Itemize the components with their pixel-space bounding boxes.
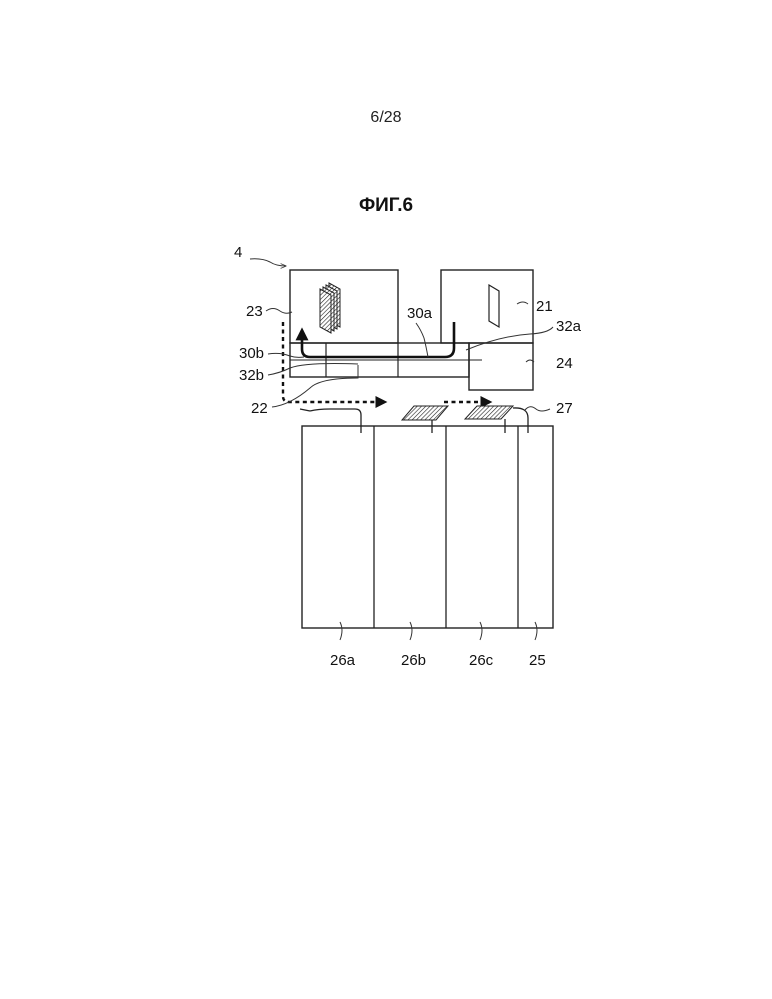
label-21: 21 bbox=[536, 298, 553, 315]
label-32a: 32a bbox=[556, 318, 582, 335]
label-24: 24 bbox=[556, 355, 573, 372]
label-26b: 26b bbox=[401, 652, 426, 669]
card-on-conveyor-1 bbox=[402, 406, 448, 420]
label-26a: 26a bbox=[330, 652, 356, 669]
label-30a: 30a bbox=[407, 305, 433, 322]
lower-stacker-frame bbox=[302, 426, 553, 628]
unit-23-box bbox=[290, 270, 398, 343]
card-on-conveyor-2 bbox=[465, 406, 513, 419]
card-stack-icon bbox=[320, 283, 340, 333]
label-22: 22 bbox=[251, 400, 268, 417]
label-25: 25 bbox=[529, 652, 546, 669]
label-32b: 32b bbox=[239, 367, 264, 384]
label-26c: 26c bbox=[469, 652, 494, 669]
single-card-icon bbox=[489, 285, 499, 327]
unit-24-box bbox=[469, 343, 533, 390]
conveyor-27 bbox=[310, 409, 361, 433]
dotted-transport-path bbox=[283, 322, 385, 402]
label-27: 27 bbox=[556, 400, 573, 417]
label-23: 23 bbox=[246, 303, 263, 320]
label-4: 4 bbox=[234, 244, 242, 261]
label-30b: 30b bbox=[239, 345, 264, 362]
